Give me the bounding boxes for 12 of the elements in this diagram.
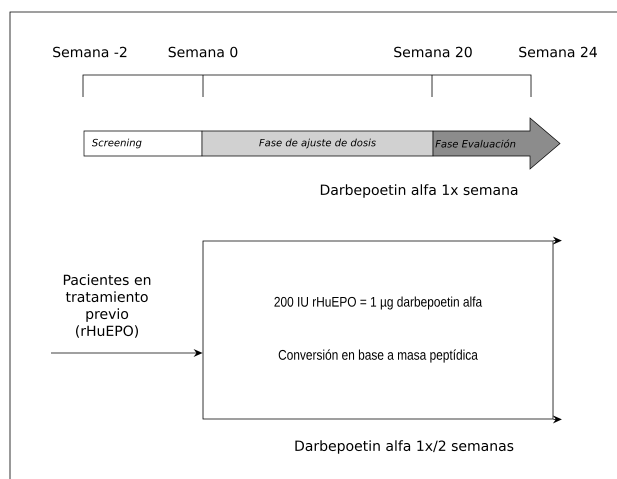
week-label: Semana 0 [168,46,238,58]
dose-label: Darbepoetin alfa 1x/2 semanas [295,440,514,454]
patient-text: Pacientes en tratamiento previo (rHuEPO) [64,274,150,338]
week-label: Semana 20 [394,46,472,58]
phase-box: Fase de ajuste de dosis [202,130,434,156]
dose-label: Darbepoetin alfa 1x semana [320,184,518,198]
week-label: Semana 24 [519,46,597,58]
phase-box: Screening [84,130,202,156]
box-text: 200 IU rHuEPO = 1 µg darbepoetin alfa [274,296,482,310]
conversion-box [202,240,554,420]
box-text: Conversión en base a masa peptídica [278,349,478,363]
week-label: Semana -2 [53,46,126,58]
